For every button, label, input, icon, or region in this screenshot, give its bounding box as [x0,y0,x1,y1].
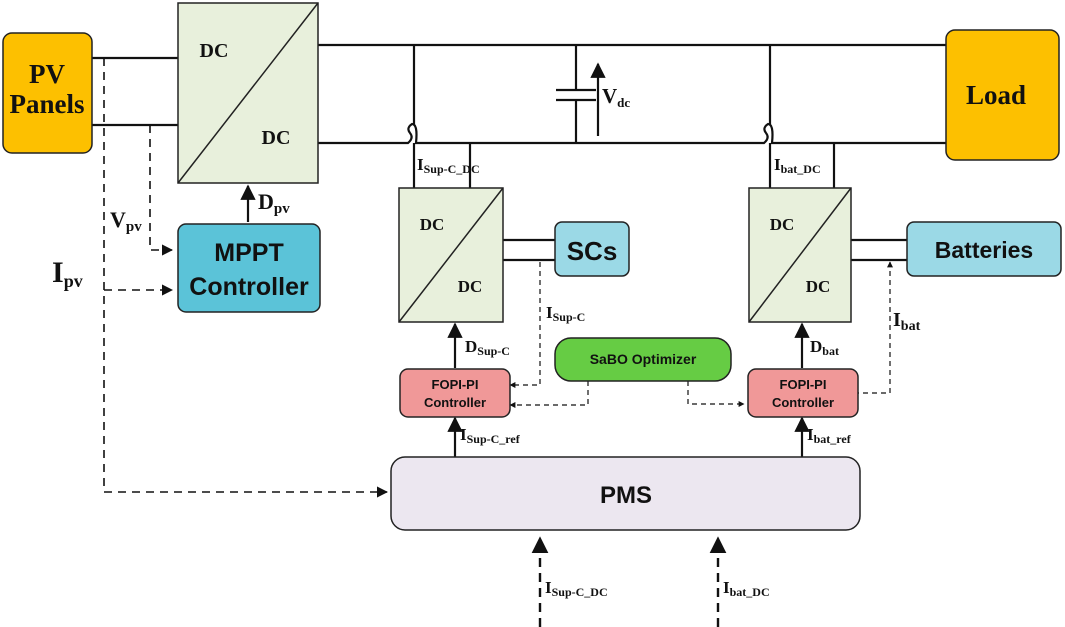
scs-label: SCs [567,236,618,266]
measurement-lines [103,58,893,627]
main-dc-dc-converter: DC DC [177,2,319,184]
isup-c-label: ISup-C [546,303,585,324]
fopi-bat-line1: FOPI-PI [780,377,827,392]
ipv-label: Ipv [52,256,83,291]
sc-converter-bottom: DC [458,277,483,296]
fopi-pi-controller-sc: FOPI-PI Controller [399,368,511,418]
batteries-label: Batteries [935,237,1033,263]
ibat-dc-top-label: Ibat_DC [774,155,821,176]
bus-taps [412,45,772,143]
fopi-bat-line2: Controller [772,395,834,410]
ibat-label: Ibat [893,309,921,334]
vdc-label: Vdc [602,84,630,110]
bat-converter-bottom: DC [806,277,831,296]
batteries-block: Batteries [906,221,1062,277]
fopi-pi-controller-bat: FOPI-PI Controller [747,368,859,418]
load-block: Load [945,29,1060,161]
pv-panels-block: PV Panels [2,32,93,154]
sc-dc-dc-converter: DC DC [398,187,504,323]
dbat-label: Dbat [810,337,839,358]
storage-wires [503,238,907,262]
pv-panels-line1: PV [29,59,65,89]
load-label: Load [966,80,1026,110]
fopi-sc-line1: FOPI-PI [432,377,479,392]
dpv-label: Dpv [258,189,290,217]
pms-block: PMS [390,456,861,531]
isup-c-dc-top-label: ISup-C_DC [417,155,480,176]
fopi-sc-line2: Controller [424,395,486,410]
storage-bus-wires [412,143,836,188]
sabo-optimizer-block: SaBO Optimizer [554,337,732,382]
main-converter-top: DC [200,40,229,62]
dsup-c-label: DSup-C [465,337,510,358]
dc-bus [318,43,946,145]
vpv-label: Vpv [110,207,142,235]
mppt-line1: MPPT [214,239,283,267]
mppt-line2: Controller [189,273,309,301]
isup-c-ref-label: ISup-C_ref [460,425,521,446]
scs-block: SCs [554,221,630,277]
main-converter-bottom: DC [262,127,291,149]
capacitor-symbol [556,62,606,136]
pv-panels-line2: Panels [9,89,84,119]
pms-label: PMS [600,482,652,509]
mppt-controller-block: MPPT Controller [177,223,321,313]
optimizer-label: SaBO Optimizer [590,351,697,367]
sc-converter-top: DC [420,215,445,234]
isup-c-dc-bottom-label: ISup-C_DC [545,578,608,599]
control-arrows [240,184,810,457]
bat-dc-dc-converter: DC DC [748,187,852,323]
bat-converter-top: DC [770,215,795,234]
ibat-ref-label: Ibat_ref [807,425,852,446]
pv-wires [92,56,178,127]
ibat-dc-bottom-label: Ibat_DC [723,578,770,599]
